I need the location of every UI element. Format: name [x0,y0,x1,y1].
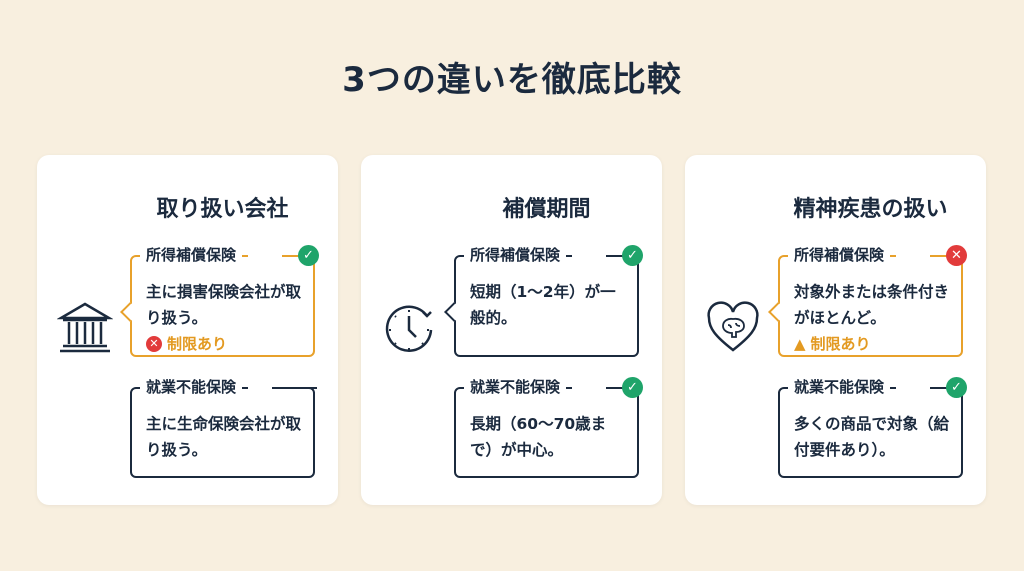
disability-insurance-box: 就業不能保険 ✓ 長期（60〜70歳まで）が中心。 [454,376,643,478]
box-text: 長期（60〜70歳まで）が中心。 [470,415,607,459]
box-label: 就業不能保険 [788,376,931,398]
bank-icon [57,302,113,353]
disability-insurance-box: 就業不能保険 主に生命保険会社が取り扱う。 [130,376,317,478]
check-icon: ✓ [622,377,643,398]
check-icon: ✓ [622,245,643,266]
card-title: 補償期間 [502,197,591,222]
box-text: 主に生命保険会社が取り扱う。 [146,415,302,459]
card-company: 取り扱い会社 所得補償保険 ✓ 主に損害保険会社が取り扱う。 ✕ 制限あり 就業不… [37,155,338,505]
check-icon: ✓ [946,377,967,398]
box-label: 就業不能保険 [140,376,283,398]
box-label: 所得補償保険 [788,244,931,266]
income-insurance-box: 所得補償保険 ✓ 主に損害保険会社が取り扱う。 ✕ 制限あり [120,244,319,357]
limit-note: 制限あり [167,335,228,353]
page-title: 3つの違いを徹底比較 [342,60,682,100]
x-circle-icon: ✕ [146,336,162,352]
box-text: 多くの商品で対象（給付要件あり）。 [794,415,950,459]
income-insurance-box: 所得補償保険 ✓ 短期（1〜2年）が一般的。 [444,244,643,357]
card-title: 取り扱い会社 [156,197,289,222]
card-mental-illness: 精神疾患の扱い 所得補償保険 ✕ 対象外または条件付きがほとんど。 ▲制限あり … [685,155,986,505]
card-title: 精神疾患の扱い [793,197,948,222]
heart-brain-icon [707,301,759,352]
disability-insurance-box: 就業不能保険 ✓ 多くの商品で対象（給付要件あり）。 [778,376,967,478]
income-insurance-box: 所得補償保険 ✕ 対象外または条件付きがほとんど。 ▲制限あり [768,244,967,357]
box-text: 主に損害保険会社が取り扱う。 [146,283,302,327]
box-text: 対象外または条件付きがほとんど。 [794,283,950,327]
cross-icon: ✕ [946,245,967,266]
box-text: 短期（1〜2年）が一般的。 [470,283,616,327]
warning-icon: ▲ [794,335,806,353]
box-label: 所得補償保険 [464,244,607,266]
card-period: 補償期間 所得補償保険 ✓ 短期（1〜2年）が一般的。 就業不能保険 ✓ 長期（… [361,155,662,505]
box-label: 就業不能保険 [464,376,607,398]
clock-icon [385,305,433,352]
limit-note: 制限あり [810,335,871,353]
box-label: 所得補償保険 [140,244,283,266]
check-icon: ✓ [298,245,319,266]
